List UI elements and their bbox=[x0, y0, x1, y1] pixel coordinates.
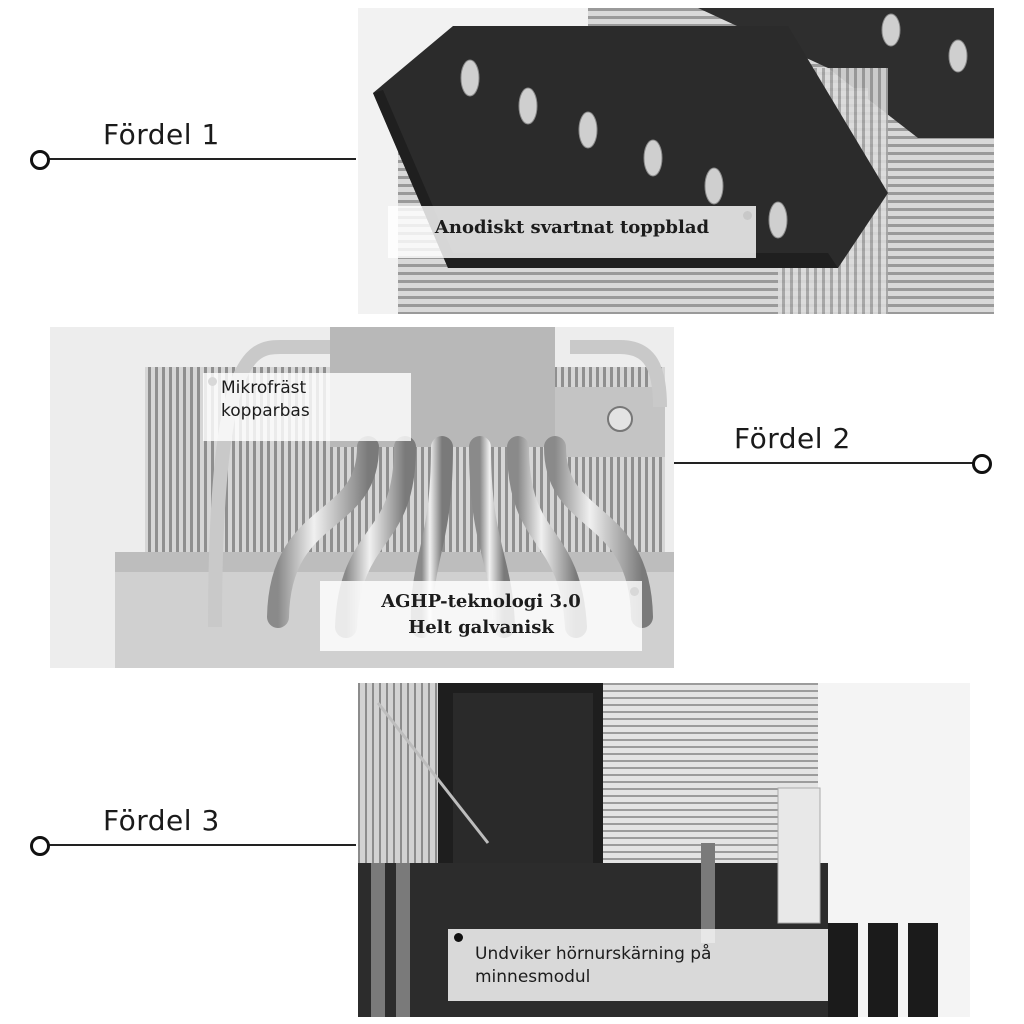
caption-pin-icon bbox=[743, 211, 752, 220]
advantage-2-label: Fördel 2 bbox=[734, 422, 851, 455]
advantage-3-marker-icon bbox=[30, 836, 50, 856]
advantage-1-connector bbox=[46, 158, 356, 160]
caption-aghp-technology: AGHP-teknologi 3.0 Helt galvanisk bbox=[320, 581, 642, 651]
panel-memory-clearance-photo: Undviker hörnurskärning på minnesmodul bbox=[358, 683, 970, 1017]
advantage-1-marker-icon bbox=[30, 150, 50, 170]
advantage-2-connector bbox=[674, 462, 980, 464]
heatsink-top-illustration bbox=[373, 8, 994, 314]
advantage-3-label: Fördel 3 bbox=[103, 804, 220, 837]
caption-line: minnesmodul bbox=[475, 967, 591, 987]
panel-top-blade-photo: Anodiskt svartnat toppblad bbox=[358, 8, 994, 314]
caption-microfinished-copper-base: Mikrofräst kopparbas bbox=[203, 373, 411, 441]
caption-pin-icon bbox=[208, 377, 217, 386]
advantage-1-label: Fördel 1 bbox=[103, 118, 220, 151]
caption-pin-icon bbox=[454, 933, 463, 942]
advantage-3-connector bbox=[46, 844, 356, 846]
advantage-2-marker-icon bbox=[972, 454, 992, 474]
caption-line: Undviker hörnurskärning på bbox=[475, 944, 712, 964]
caption-line: kopparbas bbox=[221, 401, 310, 421]
caption-line: Helt galvanisk bbox=[408, 617, 554, 638]
caption-line: AGHP-teknologi 3.0 bbox=[381, 591, 581, 612]
caption-anodized-top-blade: Anodiskt svartnat toppblad bbox=[388, 206, 756, 258]
caption-line: Mikrofräst bbox=[221, 378, 307, 398]
caption-pin-icon bbox=[630, 587, 639, 596]
caption-avoids-memory-clearance-cut: Undviker hörnurskärning på minnesmodul bbox=[448, 929, 828, 1001]
panel-copper-base-photo: Mikrofräst kopparbas AGHP-teknologi 3.0 … bbox=[50, 327, 674, 668]
caption-line: Anodiskt svartnat toppblad bbox=[434, 217, 710, 238]
